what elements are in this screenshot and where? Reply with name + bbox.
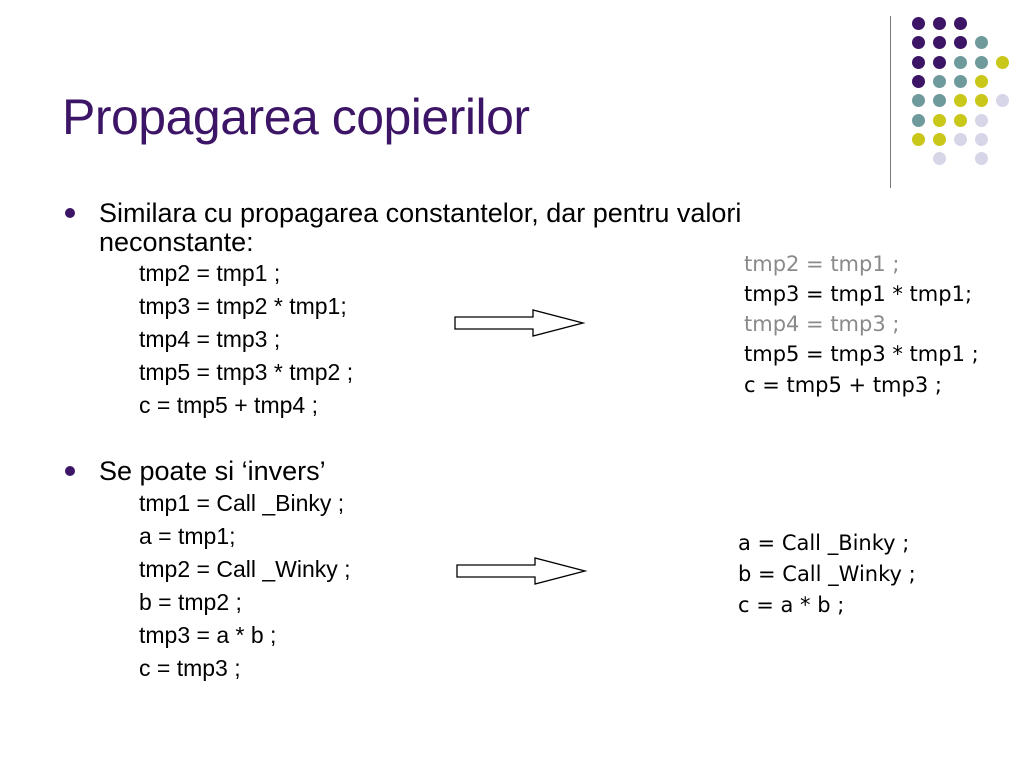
code-line: a = tmp1; [139,523,236,549]
decorative-dot [975,55,988,69]
code-line: c = tmp5 + tmp4 ; [139,392,318,418]
bullet-1-text: Similara cu propagarea constantelor, dar… [99,198,742,228]
decorative-dot [975,74,988,88]
code-line: tmp3 = tmp2 * tmp1; [139,293,347,319]
code-line: tmp2 = tmp1 ; [139,260,281,286]
decorative-dot [912,55,925,69]
code-line: tmp5 = tmp3 * tmp2 ; [139,359,354,385]
result-line: c = a * b ; [738,593,845,617]
result-line: a = Call _Binky ; [738,531,910,555]
decorative-dot [975,152,988,166]
code-line: tmp4 = tmp3 ; [139,326,281,352]
code-line: b = tmp2 ; [139,589,242,615]
decorative-dot [912,17,925,30]
decorative-dot [954,55,967,69]
code-line: tmp3 = a * b ; [139,622,277,648]
decorative-dot [975,36,988,50]
bullet-2-text: Se poate si ‘invers’ [99,456,326,486]
decorative-dot [954,113,967,127]
divider-line [890,16,891,188]
decorative-dot [912,36,925,50]
arrow-right-icon [456,557,588,585]
decorative-dot [954,132,967,146]
decorative-dot [912,132,925,146]
code-line: c = tmp3 ; [139,655,241,681]
decorative-dot [975,94,988,108]
decorative-dot [954,36,967,50]
decorative-dot [933,152,946,166]
result-line: b = Call _Winky ; [738,562,916,586]
code-line: tmp1 = Call _Binky ; [139,490,345,516]
bullet-1-text-cont: neconstante: [99,227,254,257]
bullet-1-icon [65,208,75,218]
arrow-right-icon [454,309,586,337]
decorative-dot [933,74,946,88]
decorative-dot [933,17,946,30]
decorative-dot [912,113,925,127]
result-line: tmp4 = tmp3 ; [744,312,900,336]
decorative-dot [954,17,967,30]
decorative-dot [912,74,925,88]
decorative-dot [996,94,1009,108]
decorative-dot [933,113,946,127]
decorative-dot [933,55,946,69]
result-line: tmp3 = tmp1 * tmp1; [744,282,973,306]
code-line: tmp2 = Call _Winky ; [139,556,351,582]
decorative-dot [912,94,925,108]
decorative-dot [933,36,946,50]
bullet-2-icon [65,466,75,476]
decorative-dot [996,55,1009,69]
decorative-dot [975,113,988,127]
decorative-dot [954,74,967,88]
decorative-dot [975,132,988,146]
decorative-dot [933,94,946,108]
result-line: tmp5 = tmp3 * tmp1 ; [744,342,979,366]
decorative-dot [954,94,967,108]
slide-title: Propagarea copierilor [62,89,530,145]
result-line: c = tmp5 + tmp3 ; [744,373,942,397]
result-line: tmp2 = tmp1 ; [744,252,900,276]
decorative-dot [933,132,946,146]
